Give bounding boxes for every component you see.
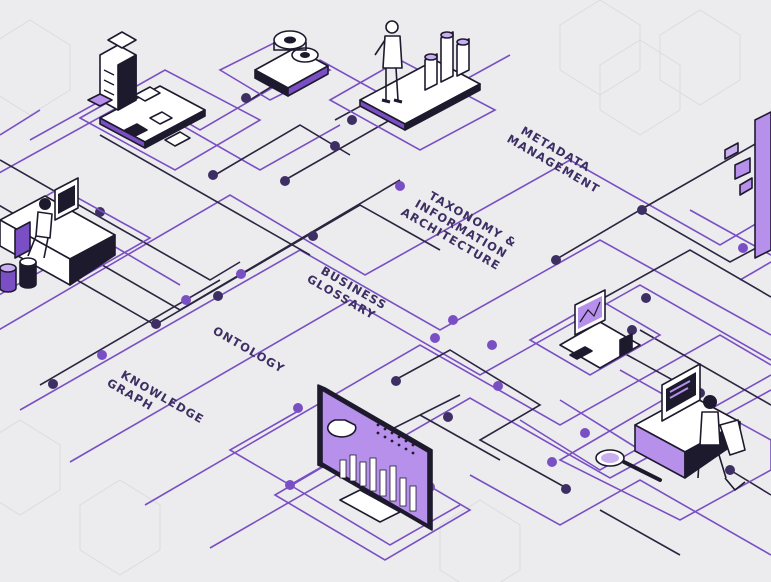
monitor-dashboard-icon xyxy=(273,384,472,561)
hex-grid-background xyxy=(0,0,741,582)
server-city-icon xyxy=(78,31,262,171)
computer-terminal-icon xyxy=(528,289,662,376)
bar-chart-3d-icon xyxy=(424,31,470,91)
database-cylinders-icon xyxy=(0,257,37,293)
connection-nodes xyxy=(48,93,735,494)
label-taxonomy-information-architecture: TAXONOMY & INFORMATION ARCHITECTURE xyxy=(399,188,520,273)
presenter-person-icon xyxy=(328,20,497,151)
phone-screen-icon xyxy=(724,111,771,259)
desk-worker-icon xyxy=(0,177,152,286)
magnifier-icon xyxy=(595,449,662,482)
label-metadata-management: METADATA MANAGEMENT xyxy=(505,123,603,196)
label-ontology: ONTOLOGY xyxy=(211,323,288,376)
gear-icon xyxy=(218,30,332,101)
label-knowledge-graph: KNOWLEDGE GRAPH xyxy=(105,367,207,426)
analyst-desk-icon xyxy=(558,363,771,521)
svg-text:ONTOLOGY: ONTOLOGY xyxy=(211,323,288,376)
